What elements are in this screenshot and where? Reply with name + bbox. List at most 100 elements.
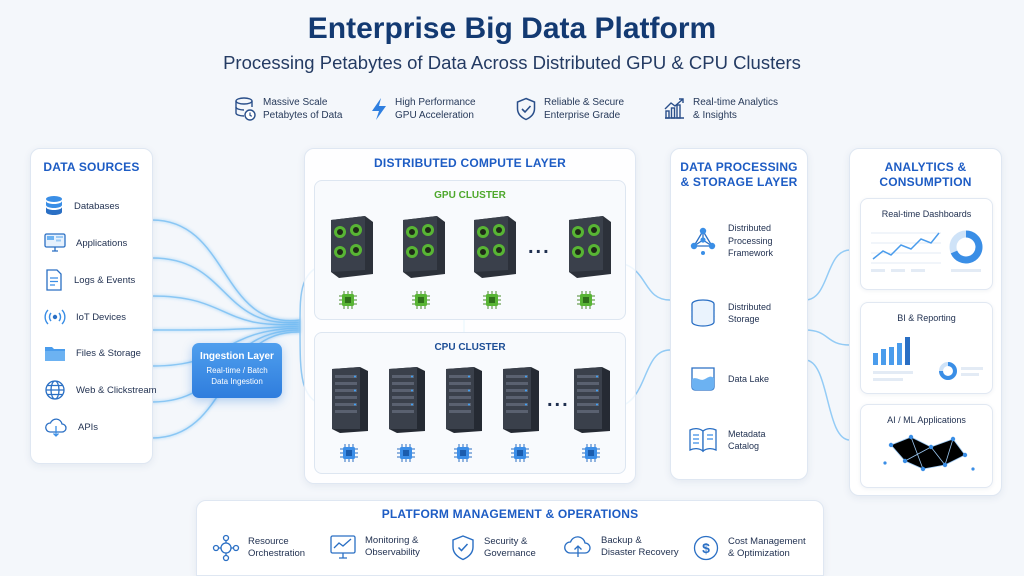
gpu-chip-icon — [412, 291, 430, 309]
source-label: Logs & Events — [74, 274, 136, 286]
cpu-chip-icon — [454, 444, 472, 462]
ops-monitoring: Monitoring &Observability — [329, 534, 420, 560]
feature-line1: Real-time Analytics — [693, 96, 779, 108]
shield-check-icon — [516, 97, 536, 121]
source-apis: APIs — [44, 415, 98, 439]
source-web-clickstream: Web & Clickstream — [44, 378, 157, 402]
ops-cost-management: $ Cost Management& Optimization — [692, 534, 806, 562]
processing-heading-line1: DATA PROCESSING — [680, 160, 798, 174]
card-title: BI & Reporting — [897, 313, 956, 323]
monitor-icon — [44, 233, 66, 252]
analytics-chart-icon — [664, 98, 684, 119]
globe-icon — [45, 380, 65, 400]
gpu-chip-icon — [577, 291, 595, 309]
page-title: Enterprise Big Data Platform — [307, 12, 717, 45]
gpu-server — [474, 216, 516, 278]
database-icon — [46, 196, 62, 215]
cloud-api-icon — [45, 418, 67, 437]
proc-line1: Metadata — [728, 428, 766, 439]
proc-data-lake: Data Lake — [688, 365, 769, 393]
cpu-more-ellipsis: ... — [547, 389, 570, 411]
card-title: AI / ML Applications — [887, 415, 966, 425]
folder-icon — [45, 347, 65, 361]
feature-line2: & Insights — [693, 110, 737, 121]
line-chart-donut-graphic — [871, 230, 983, 272]
gpu-server — [403, 216, 445, 278]
feature-line2: GPU Acceleration — [395, 110, 474, 121]
ops-line1: Security & — [484, 535, 528, 547]
proc-line2: Processing — [728, 235, 773, 246]
cloud-backup-icon — [564, 536, 591, 557]
cpu-cluster-label: CPU CLUSTER — [434, 342, 506, 353]
ingestion-line1: Real-time / Batch — [206, 366, 268, 375]
card-title: Real-time Dashboards — [881, 209, 972, 219]
ops-line1: Monitoring & — [365, 534, 419, 546]
ingestion-title: Ingestion Layer — [200, 351, 274, 362]
ops-line2: & Optimization — [728, 548, 790, 559]
source-iot-devices: IoT Devices — [44, 305, 126, 329]
cpu-server — [332, 367, 368, 433]
feature-line2: Petabytes of Data — [263, 110, 343, 121]
card-ai-ml: AI / ML Applications — [860, 404, 993, 488]
wireless-icon — [44, 309, 66, 325]
dollar-icon: $ — [693, 535, 719, 561]
source-label: Applications — [76, 237, 128, 249]
data-lake-icon — [691, 367, 715, 391]
source-label: IoT Devices — [76, 311, 126, 323]
cpu-chip-icon — [582, 444, 600, 462]
ops-line1: Backup & — [601, 534, 642, 546]
feature-line2: Enterprise Grade — [544, 110, 621, 121]
neural-network-graphic — [883, 434, 975, 472]
proc-line1: Distributed — [728, 223, 772, 233]
catalog-book-icon — [689, 427, 717, 453]
ops-security: Security &Governance — [450, 534, 536, 562]
compute-layer-heading: DISTRIBUTED COMPUTE LAYER — [374, 156, 566, 170]
source-applications: Applications — [44, 231, 127, 255]
ops-line2: Orchestration — [248, 548, 306, 559]
cpu-chip-icon — [397, 444, 415, 462]
feature-line1: Massive Scale — [263, 96, 328, 108]
source-files-storage: Files & Storage — [44, 341, 141, 365]
cpu-chip-icon — [511, 444, 529, 462]
lightning-icon — [372, 98, 386, 120]
feature-line1: High Performance — [395, 96, 476, 108]
orchestration-icon — [212, 534, 240, 562]
security-shield-icon — [452, 535, 474, 561]
processing-heading-line2: & STORAGE LAYER — [680, 175, 798, 189]
ops-line2: Governance — [484, 548, 536, 559]
document-icon — [46, 269, 62, 291]
proc-line2: Catalog — [728, 441, 760, 451]
proc-line3: Framework — [728, 248, 774, 258]
ops-line2: Disaster Recovery — [601, 547, 679, 558]
analytics-heading-line2: CONSUMPTION — [879, 175, 972, 189]
database-clock-icon — [235, 97, 256, 121]
svg-text:$: $ — [702, 540, 710, 556]
cpu-chip-icon — [340, 444, 358, 462]
card-bi-reporting: BI & Reporting — [860, 302, 993, 394]
cpu-server — [503, 367, 539, 433]
source-label: Files & Storage — [76, 347, 141, 359]
source-label: Web & Clickstream — [76, 384, 157, 396]
source-label: APIs — [78, 421, 99, 433]
source-label: Databases — [74, 200, 120, 212]
ingestion-layer-box: Ingestion Layer Real-time / Batch Data I… — [192, 343, 282, 398]
data-sources-heading: DATA SOURCES — [43, 160, 140, 174]
proc-line1: Distributed — [728, 301, 772, 312]
analytics-heading: ANALYTICS & CONSUMPTION — [849, 160, 1002, 190]
cpu-server — [574, 367, 610, 433]
gpu-chip-icon — [483, 291, 501, 309]
feature-line1: Reliable & Secure — [544, 96, 625, 108]
cpu-server — [446, 367, 482, 433]
processing-heading: DATA PROCESSING & STORAGE LAYER — [670, 160, 808, 190]
gpu-chip-icon — [339, 291, 357, 309]
operations-panel — [196, 500, 824, 576]
gpu-server — [331, 216, 373, 278]
analytics-heading-line1: ANALYTICS & — [884, 160, 967, 174]
gpu-cluster-label: GPU CLUSTER — [434, 190, 506, 201]
proc-line2: Storage — [728, 314, 760, 324]
source-databases: Databases — [44, 194, 119, 218]
